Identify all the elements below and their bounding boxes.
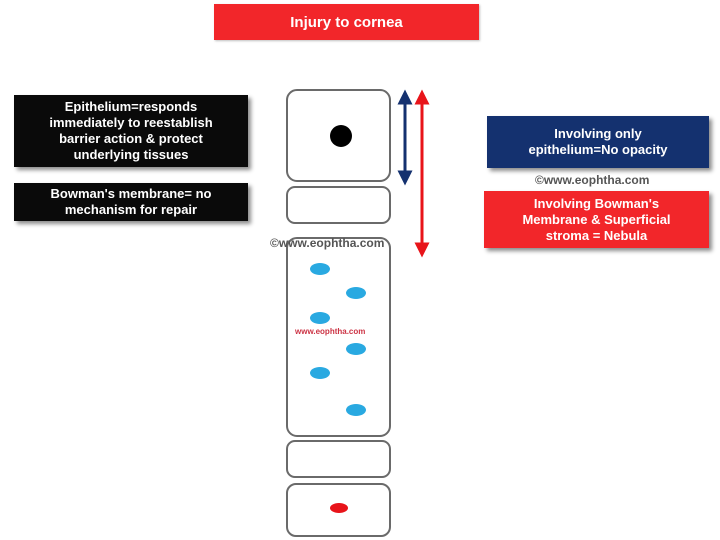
epithelium-nucleus xyxy=(330,125,352,147)
stroma-keratocyte xyxy=(346,404,366,416)
epithelium-note-line-3: barrier action & protect xyxy=(59,131,203,146)
bowman-membrane-layer xyxy=(286,186,391,224)
stroma-layer xyxy=(286,237,391,437)
title-text: Injury to cornea xyxy=(290,13,403,31)
epithelium-only-line-2: epithelium=No opacity xyxy=(528,142,668,157)
epithelium-only-line-1: Involving only xyxy=(554,126,642,141)
descemet-membrane-layer xyxy=(286,440,391,478)
stroma-keratocyte xyxy=(310,312,330,324)
epithelium-note-line-4: underlying tissues xyxy=(73,147,189,162)
stroma-keratocyte xyxy=(310,367,330,379)
bowman-stroma-note: Involving Bowman's Membrane & Superficia… xyxy=(484,191,709,248)
bowman-stroma-line-1: Involving Bowman's xyxy=(533,195,660,211)
stroma-keratocyte xyxy=(346,343,366,355)
endothelium-cell xyxy=(330,503,348,513)
title-box: Injury to cornea xyxy=(214,4,479,40)
epithelium-note: Epithelium=responds immediately to reest… xyxy=(14,95,248,167)
watermark-right: ©www.eophtha.com xyxy=(535,173,650,187)
epithelium-only-note: Involving only epithelium=No opacity xyxy=(487,116,709,168)
watermark-center: ©www.eophtha.com xyxy=(270,236,385,250)
bowman-stroma-line-2: Membrane & Superficial xyxy=(522,211,671,227)
bowman-stroma-line-3: stroma = Nebula xyxy=(545,227,648,243)
watermark-inner: www.eophtha.com xyxy=(295,327,366,336)
bowman-note-line-1: Bowman's membrane= no xyxy=(50,186,212,201)
bowman-membrane-note: Bowman's membrane= no mechanism for repa… xyxy=(14,183,248,221)
epithelium-note-line-2: immediately to reestablish xyxy=(49,115,213,130)
bowman-note-line-2: mechanism for repair xyxy=(64,202,198,217)
stroma-keratocyte xyxy=(346,287,366,299)
epithelium-note-line-1: Epithelium=responds xyxy=(64,99,198,114)
stroma-keratocyte xyxy=(310,263,330,275)
